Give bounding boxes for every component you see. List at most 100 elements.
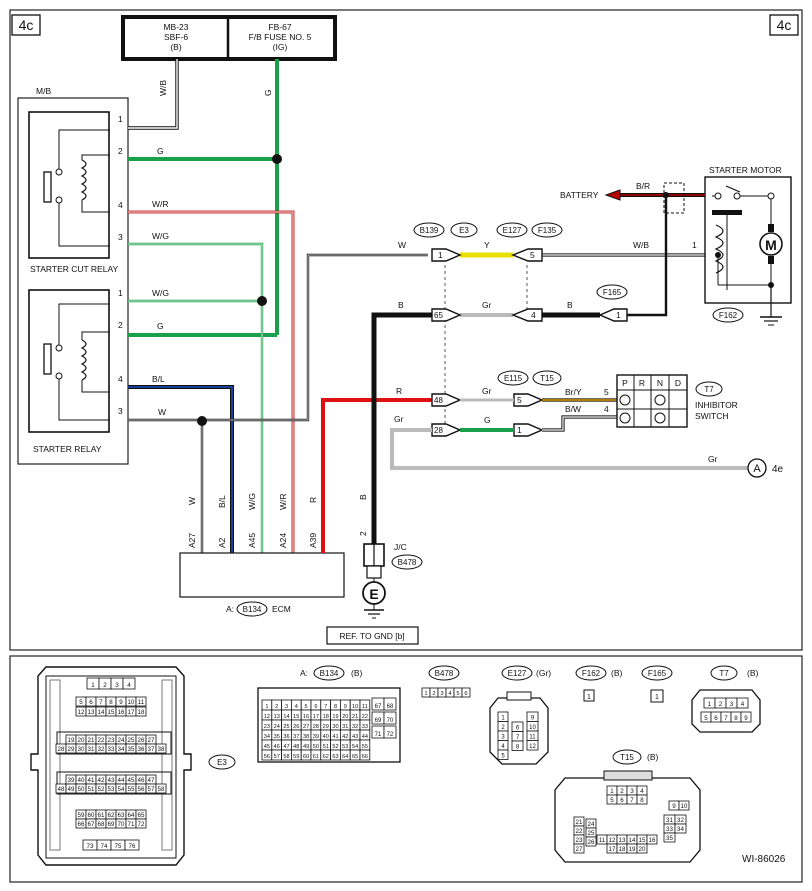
ecm-prefix: A: (226, 604, 234, 614)
pin-number: 4 (741, 701, 745, 708)
ecm-pin-label: A24 (278, 533, 288, 548)
pin-number: 39 (313, 734, 319, 740)
pin-number: 35 (274, 734, 280, 740)
connector-pin (636, 843, 648, 854)
jc-label: J/C (394, 542, 407, 552)
pin-number: 5 (704, 715, 708, 722)
pin-number: 2 (432, 691, 435, 697)
ref-circle-letter: A (753, 463, 761, 475)
pin-number: 61 (98, 812, 105, 819)
pin-number: 51 (323, 744, 329, 750)
wire-label: B/L (217, 495, 227, 508)
pin-number: 1 (610, 788, 614, 795)
connector-pin (135, 696, 147, 707)
pin-number: 29 (68, 746, 75, 753)
pin-number: 67 (88, 821, 95, 828)
pin-number: 37 (293, 734, 299, 740)
pin-number: 27 (303, 724, 309, 730)
pin-number: 41 (332, 734, 338, 740)
pin-number: 21 (88, 737, 95, 744)
pin-number: 45 (264, 744, 270, 750)
mb-label: M/B (36, 86, 51, 96)
wire-label: B/R (636, 181, 650, 191)
wire-label: W/R (278, 493, 288, 510)
pin-number: 54 (118, 786, 125, 793)
pin-number: 22 (576, 828, 583, 835)
connector-e3-view (30, 666, 192, 866)
pin-number: 8 (640, 797, 644, 804)
pin-number: 1 (501, 715, 505, 721)
connector-tag: E127 (508, 669, 527, 678)
pin-number: 17 (609, 846, 616, 853)
pin-number: 27 (576, 846, 583, 853)
connector-tag: T7 (719, 669, 729, 678)
wire-label: Y (484, 240, 490, 250)
pin-number: 9 (531, 715, 535, 721)
pin-number: 25 (128, 737, 135, 744)
pin-number: 2 (275, 704, 278, 710)
pin-number: 24 (118, 737, 125, 744)
pin-number: 47 (283, 744, 289, 750)
pin-number: 21 (576, 819, 583, 826)
pin-number: 29 (323, 724, 329, 730)
pin-number: 48 (293, 744, 299, 750)
pin-number: 35 (666, 835, 673, 842)
pin-number: 6 (516, 725, 520, 731)
wire-label: Gr (482, 300, 492, 310)
pin-number: 48 (58, 786, 65, 793)
pin-number: 54 (352, 744, 358, 750)
pin-number: 10 (529, 725, 536, 731)
connector-pin (678, 800, 690, 811)
t15-color: (B) (647, 752, 659, 762)
connector-pin (511, 740, 524, 751)
pin-number: 43 (352, 734, 358, 740)
pin-number: 37 (148, 746, 155, 753)
pin-number: 19 (629, 846, 636, 853)
pin-number: 55 (362, 744, 368, 750)
pin-number: 34 (118, 746, 125, 753)
pin-number: 66 (78, 821, 85, 828)
pin-number: 28 (58, 746, 65, 753)
pin-number: 5 (501, 753, 505, 759)
t7-housing (691, 689, 761, 733)
connector-pin (383, 697, 397, 711)
inhibitor-position: R (639, 378, 645, 388)
connector-pin (155, 783, 167, 794)
connector-tag: E115 (504, 374, 523, 383)
pin-number: 7 (99, 699, 103, 706)
connector-pin (461, 687, 471, 698)
pin-number: 14 (98, 709, 105, 716)
connector-tag: E3 (459, 226, 469, 235)
inhibitor-position: N (657, 378, 663, 388)
pin-number: 31 (88, 746, 95, 753)
connector-tag: B134 (320, 669, 339, 678)
pin-number: 53 (342, 744, 348, 750)
pin-number: 27 (148, 737, 155, 744)
pin-number: 26 (138, 737, 145, 744)
page-tag-box-right (769, 14, 799, 36)
pin-number: 65 (352, 754, 358, 760)
pin-number: 23 (576, 837, 583, 844)
pin-number: 4 (640, 788, 644, 795)
pin-number: 26 (588, 839, 595, 846)
pin-number: 57 (148, 786, 155, 793)
pin-label: 1 (118, 114, 123, 124)
pin-number: 20 (639, 846, 646, 853)
starter-relay-label: STARTER RELAY (33, 444, 102, 454)
connector-pin (674, 823, 687, 834)
pin-number: 8 (734, 715, 738, 722)
connector-pin (585, 836, 597, 847)
pin-number: 73 (87, 843, 94, 850)
pin-number: 75 (115, 843, 122, 850)
pin-number: 24 (274, 724, 280, 730)
pin-number: 62 (108, 812, 115, 819)
pin-number: 59 (78, 812, 85, 819)
pin-number: 7 (516, 735, 520, 741)
connector-pin (636, 794, 648, 805)
pin-number: 5 (456, 691, 459, 697)
pin-number: 11 (138, 699, 145, 706)
